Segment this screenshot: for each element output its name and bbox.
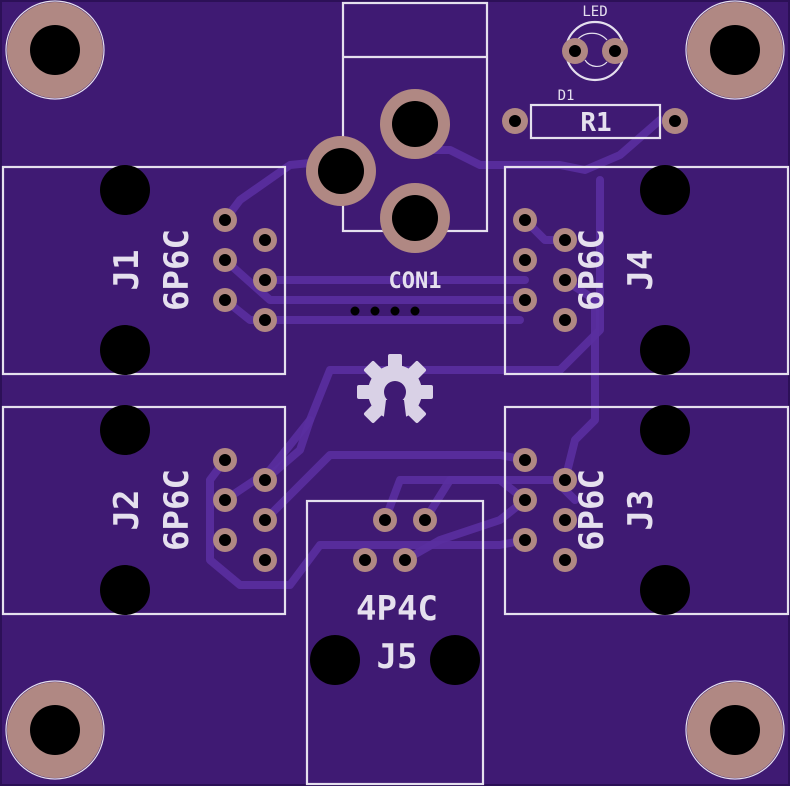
j4-name: J4 [621,250,661,291]
j1-name: J1 [107,250,147,291]
d1-label: D1 [558,88,575,104]
con1-vias [350,306,420,316]
jack-j1: J1 6P6C [1,165,287,376]
open-hardware-gear-icon [357,354,433,424]
r1-label: R1 [580,108,611,138]
con1-label: CON1 [389,269,442,294]
j3-name: J3 [621,490,661,531]
con1-connector: CON1 [306,1,489,316]
j5-name: J5 [377,637,418,677]
led-label: LED [582,4,607,20]
jack-j3: 6P6C J3 [503,405,790,616]
jack-j5: 4P4C J5 [305,499,485,786]
mounting-hole-top-right [685,0,785,100]
mounting-hole-bottom-left [5,680,105,780]
resistor-r1: R1 [502,103,688,140]
j2-name: J2 [107,490,147,531]
j5-type: 4P4C [356,589,438,629]
j3-type: 6P6C [572,469,612,551]
mounting-hole-top-left [5,0,105,100]
led-d1: LED D1 [558,4,628,104]
j2-type: 6P6C [157,469,197,551]
jack-j4: 6P6C J4 [503,165,790,376]
j1-type: 6P6C [157,229,197,311]
mounting-hole-bottom-right [685,680,785,780]
j4-type: 6P6C [572,229,612,311]
jack-j2: J2 6P6C [1,405,287,616]
